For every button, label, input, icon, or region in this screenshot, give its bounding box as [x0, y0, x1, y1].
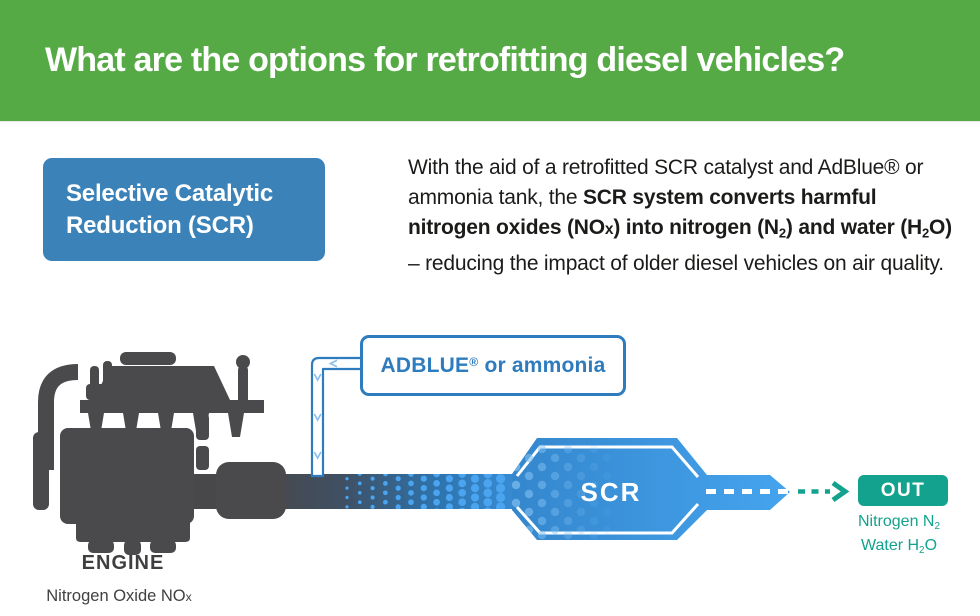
engine-nox-label: Nitrogen Oxide NOx [46, 587, 192, 605]
muffler [216, 462, 286, 519]
scr-label: SCR [581, 477, 642, 507]
out-arrow [798, 480, 850, 503]
scr-converter [512, 438, 790, 540]
scr-badge: Selective Catalytic Reduction (SCR) [43, 158, 325, 261]
engine-icon [33, 352, 286, 555]
engine-label: ENGINE [81, 552, 165, 574]
page-title: What are the options for retrofitting di… [45, 41, 845, 79]
out-product-nitrogen: Nitrogen N2 [858, 513, 940, 532]
header-bar: What are the options for retrofitting di… [0, 0, 980, 122]
intro-paragraph: With the aid of a retrofitted SCR cataly… [408, 156, 952, 275]
adblue-pipe [310, 356, 364, 478]
adblue-box: ADBLUE® or ammonia [360, 335, 626, 396]
scr-flow-diagram: SCR [33, 352, 850, 555]
scr-badge-line1: Selective Catalytic [66, 180, 273, 207]
out-products-label: Nitrogen N2 Water H2O [834, 512, 964, 560]
out-label: OUT [880, 479, 926, 501]
out-badge: OUT [858, 475, 948, 506]
scr-badge-line2: Reduction (SCR) [66, 212, 254, 239]
adblue-label: ADBLUE® or ammonia [380, 353, 606, 377]
out-product-water: Water H2O [860, 536, 938, 556]
